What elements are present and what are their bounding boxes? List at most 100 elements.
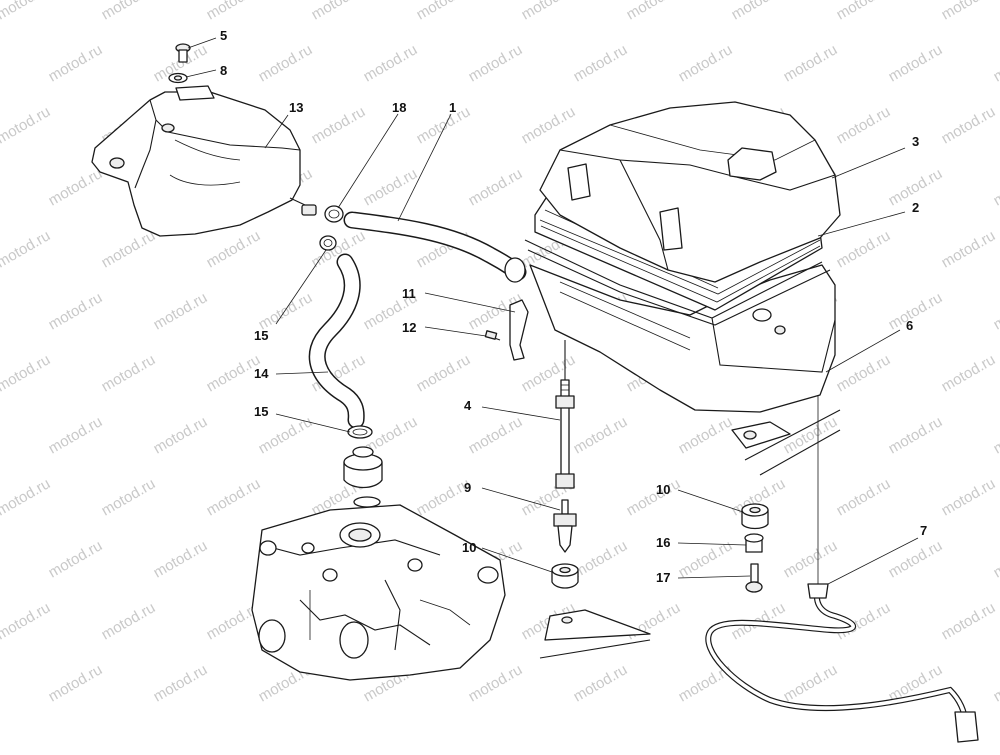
watermark-text: motod.ru: [729, 0, 789, 23]
callout-12: 12: [402, 320, 416, 335]
watermark-text: motod.ru: [99, 475, 159, 519]
watermark-text: motod.ru: [466, 165, 526, 209]
callout-10-right: 10: [656, 482, 670, 497]
watermark-text: motod.ru: [46, 661, 106, 705]
watermark-text: motod.ru: [834, 0, 894, 23]
part-16-spacer: [745, 534, 763, 552]
watermark-text: motod.ru: [256, 41, 316, 85]
watermark-text: motod.ru: [46, 413, 106, 457]
watermark-text: motod.ru: [204, 0, 264, 23]
watermark-text: motod.ru: [46, 537, 106, 581]
watermark-text: motod.ru: [624, 0, 684, 23]
watermark-text: motod.ru: [939, 475, 999, 519]
watermark-text: motod.ru: [0, 0, 53, 23]
watermark-text: motod.ru: [676, 413, 736, 457]
watermark-text: motod.ru: [361, 165, 421, 209]
part-15-clamp-lower: [348, 426, 372, 438]
part-13-oil-tank: [92, 86, 316, 236]
callout-10-center: 10: [462, 540, 476, 555]
callout-8: 8: [220, 63, 227, 78]
watermark-text: motod.ru: [204, 475, 264, 519]
watermark-text: motod.ru: [519, 0, 579, 23]
watermark-text: motod.ru: [834, 103, 894, 147]
callout-9: 9: [464, 480, 471, 495]
watermark-text: motod.ru: [46, 165, 106, 209]
callout-2: 2: [912, 200, 919, 215]
watermark-text: motod.ru: [99, 351, 159, 395]
watermark-text: motod.ru: [414, 103, 474, 147]
watermark-text: motod.ru: [781, 661, 841, 705]
watermark-text: motod.ru: [99, 0, 159, 23]
watermark-text: motod.ru: [466, 661, 526, 705]
watermark-text: motod.ru: [886, 537, 946, 581]
watermark-text: motod.ru: [991, 537, 1000, 581]
watermark-text: motod.ru: [466, 413, 526, 457]
callout-14: 14: [254, 366, 269, 381]
callout-18: 18: [392, 100, 406, 115]
callout-11: 11: [402, 286, 416, 301]
watermark-text: motod.ru: [991, 165, 1000, 209]
watermark-text: motod.ru: [99, 599, 159, 643]
callout-15-upper: 15: [254, 328, 268, 343]
part-10-grommet-center: [552, 564, 578, 588]
part-18-clamp: [325, 206, 343, 222]
watermark-text: motod.ru: [466, 41, 526, 85]
watermark-text: motod.ru: [939, 599, 999, 643]
watermark-text: motod.ru: [991, 661, 1000, 705]
watermark-text: motod.ru: [886, 41, 946, 85]
callout-6: 6: [906, 318, 913, 333]
watermark-text: motod.ru: [991, 41, 1000, 85]
callout-17: 17: [656, 570, 670, 585]
watermark-text: motod.ru: [46, 289, 106, 333]
watermark-text: motod.ru: [781, 537, 841, 581]
watermark-text: motod.ru: [151, 661, 211, 705]
callout-4: 4: [464, 398, 472, 413]
watermark-text: motod.ru: [204, 227, 264, 271]
watermark-text: motod.ru: [99, 227, 159, 271]
part-10-grommet-right: [742, 504, 768, 529]
watermark-text: motod.ru: [781, 41, 841, 85]
watermark-text: motod.ru: [151, 537, 211, 581]
watermark-text: motod.ru: [886, 289, 946, 333]
part-15-clamp-upper: [320, 236, 336, 250]
callout-16: 16: [656, 535, 670, 550]
watermark-text: motod.ru: [939, 227, 999, 271]
watermark-text: motod.ru: [46, 41, 106, 85]
watermark-text: motod.ru: [519, 103, 579, 147]
watermark-text: motod.ru: [939, 351, 999, 395]
part-17-screw: [746, 564, 762, 592]
callout-1: 1: [449, 100, 456, 115]
part-12-pin: [485, 331, 500, 340]
watermark-text: motod.ru: [0, 227, 53, 271]
watermark-text: motod.ru: [939, 0, 999, 23]
watermark-text: motod.ru: [0, 351, 53, 395]
watermark-text: motod.ru: [624, 475, 684, 519]
watermark-text: motod.ru: [991, 289, 1000, 333]
watermark-text: motod.ru: [0, 475, 53, 519]
watermark-text: motod.ru: [414, 351, 474, 395]
watermark-text: motod.ru: [676, 41, 736, 85]
callout-13: 13: [289, 100, 303, 115]
watermark-text: motod.ru: [834, 227, 894, 271]
callout-5: 5: [220, 28, 227, 43]
callout-15-lower: 15: [254, 404, 268, 419]
watermark-text: motod.ru: [256, 413, 316, 457]
part-14-hose: [317, 262, 356, 420]
watermark-text: motod.ru: [939, 103, 999, 147]
watermark-text: motod.ru: [256, 289, 316, 333]
watermark-text: motod.ru: [834, 351, 894, 395]
watermark-text: motod.ru: [571, 537, 631, 581]
watermark-text: motod.ru: [886, 413, 946, 457]
watermark-text: motod.ru: [151, 413, 211, 457]
watermark-text: motod.ru: [571, 41, 631, 85]
part-11-clip: [510, 300, 528, 360]
watermark-text: motod.ru: [0, 599, 53, 643]
watermark-text: motod.ru: [571, 661, 631, 705]
watermark-text: motod.ru: [571, 413, 631, 457]
engine-crankcase: [252, 505, 505, 680]
callout-7: 7: [920, 523, 927, 538]
watermark-text: motod.ru: [624, 599, 684, 643]
watermark-text: motod.ru: [361, 41, 421, 85]
